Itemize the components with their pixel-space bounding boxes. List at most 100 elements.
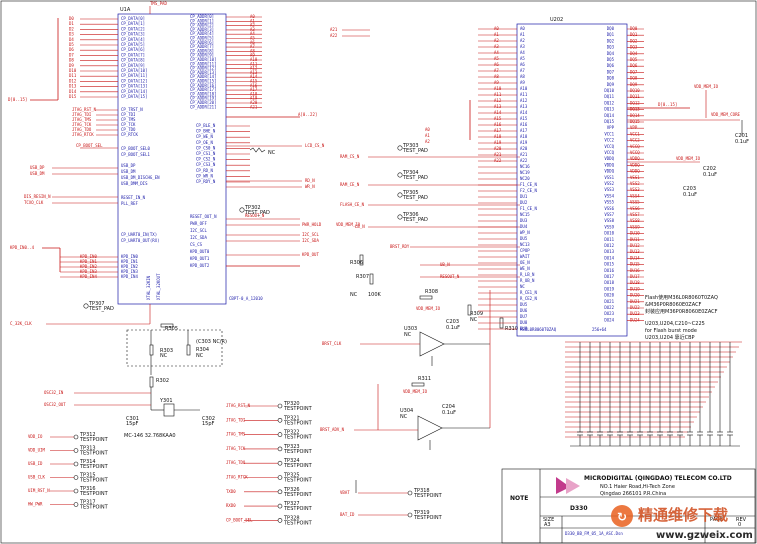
u1-reset-pin-0: RESET_IN_N [121, 195, 146, 200]
reset-out-net: RESOUT_N [440, 274, 460, 279]
testpoint-circle[interactable] [83, 303, 89, 309]
u2-left-pin: A1 [520, 32, 525, 37]
left-tp-id: TP313 [79, 446, 96, 452]
lb-net: LB_N [355, 224, 365, 229]
testpoint-circle[interactable] [397, 214, 403, 220]
c302-value: 15pF [202, 421, 215, 427]
u2-left-pin: OE_N [520, 260, 530, 265]
u2-left-pin: DU7 [520, 314, 528, 319]
left-tp-circle[interactable] [73, 502, 79, 507]
r308-body [419, 295, 433, 300]
a-bus-label: A[0..22] [298, 112, 317, 117]
u2-left-pin: CPOP [520, 248, 530, 253]
testpoint-circle[interactable] [397, 192, 403, 198]
u2-left-pin: A22 [520, 158, 528, 163]
mid-tp-circle[interactable] [277, 403, 283, 409]
u1-top-pin: TMS_PAD [150, 1, 167, 6]
c201-val: 0.1uF [735, 139, 749, 145]
u2-left-pin: DU6 [520, 308, 528, 313]
u2-left-pin: WE_N [520, 266, 530, 271]
mid-tp-circle[interactable] [277, 460, 283, 466]
u2-right-pin: DQ5 [607, 57, 615, 62]
u1-misc-pin: I2C_SCL [190, 228, 207, 233]
decoupling-cap-array [565, 341, 742, 447]
nc-note-box [126, 329, 223, 367]
u1-data-pin: CP_DATA[15] [121, 94, 148, 99]
u1-data-net: D1 [69, 21, 74, 26]
u2-right-net: DQ2 [630, 38, 638, 43]
left-tp-circle[interactable] [73, 488, 79, 494]
mid-tp-circle[interactable] [277, 489, 283, 495]
u2-right-net: DQ13 [630, 107, 640, 112]
mid-tp-circle[interactable] [277, 475, 283, 480]
u1-ctrl-pin: CP_CS2_N [196, 157, 216, 162]
left-tp-circle[interactable] [73, 448, 79, 453]
u1-addr-net: A13 [250, 70, 258, 75]
u2-part: M36L0R8060T0ZAQ [520, 327, 557, 332]
u2-left-pin: NC15 [520, 212, 530, 217]
u2-right-net: VSS9 [630, 224, 640, 229]
vbat-tp-circle[interactable] [407, 512, 413, 518]
testpoint-label: TP304 [402, 170, 419, 176]
r304-label: R304 [196, 347, 209, 353]
r302-label: R302 [156, 378, 169, 384]
u1-data-pin: CP_DATA[3] [121, 32, 145, 37]
note-cbp: U203,U204 靠近CBP [645, 334, 695, 341]
u2-left-pin: DU9 [520, 326, 528, 331]
u2-left-pin: F1_CE_N [520, 206, 537, 211]
mid-tp-circle[interactable] [277, 432, 283, 437]
u2-right-net: VSS2 [630, 181, 640, 186]
left-tp-id: TP312 [79, 432, 96, 438]
left-tp-net: VDD_UIM [28, 448, 45, 453]
a2-label: A2 [425, 139, 430, 144]
u1-addr-net: A0 [250, 14, 255, 19]
u2-left-pin: DU3 [520, 218, 528, 223]
left-tp-circle[interactable] [73, 461, 79, 467]
u1-addr-pins: CP_ADDR[0]A0CP_ADDR[1]A1CP_ADDR[2]A2CP_A… [190, 14, 262, 109]
mid-tp-circle[interactable] [277, 417, 283, 423]
mid-tp-circle[interactable] [277, 446, 283, 452]
u2-left-pin: A21 [520, 152, 528, 157]
testpoint-circle[interactable] [397, 145, 403, 151]
u2-right-net: VCCQ [630, 150, 640, 155]
mid-tp-type: TESTPOINT [283, 492, 313, 498]
r311-body [411, 382, 425, 387]
mid-tp-net: JTAG_TDI [226, 417, 246, 422]
u2-right-pin: DQ15 [604, 119, 614, 124]
u303-triangle [419, 331, 445, 357]
u1-misc-pins: RESET_OUT_NPWR_OFFI2C_SCLI2C_SDACS_CSKPD… [190, 214, 217, 268]
testpoint-circle[interactable] [397, 172, 403, 178]
size-value: A3 [544, 522, 551, 528]
flash-ce-net: FLASH_CE_N [340, 202, 365, 207]
u2-symbol: U202 M36L0R8060T0ZAQ 256+64 A0A0A1A1A2A2… [478, 17, 644, 337]
a0-label: A0 [425, 127, 430, 132]
c32k-net: C_32K_CLK [10, 321, 32, 326]
u2-addr-net: A13 [494, 104, 502, 109]
testpoint-circles: TP302TEST_PADTP303TEST_PADTP304TEST_PADT… [83, 143, 428, 312]
company-address-1: NO.1 Haier Road,Hi-Tech Zone [600, 484, 675, 490]
mid-tp-circle[interactable] [277, 518, 283, 523]
left-tp-circle[interactable] [73, 434, 79, 440]
testpoint-circle[interactable] [239, 207, 245, 213]
u1-addr-net: A7 [250, 44, 255, 49]
testpoint-label: TP302 [244, 205, 261, 211]
u1-xtal-pin-0: XTAL_32KIN [146, 275, 151, 300]
left-tp-circle[interactable] [73, 475, 79, 480]
u2-addr-net: A2 [494, 38, 499, 43]
mid-tp-id: TP323 [283, 444, 300, 450]
ram-ce-net: RAM_CE_N [340, 182, 360, 187]
u1-data-pin: CP_DATA[4] [121, 37, 145, 42]
vbat-tp-circle[interactable] [407, 490, 413, 496]
u2-right-net: DQ8 [630, 76, 638, 81]
u1-kpd-net: KPD_IN0 [80, 254, 97, 259]
u2-right-pin: VDDQ [604, 162, 614, 167]
u2-right-pin: DQ1 [607, 32, 615, 37]
mid-tp-circle[interactable] [277, 503, 283, 509]
u2-right-pin: DQ13 [604, 107, 614, 112]
u1-jtag-pin: CP_TDO [121, 127, 136, 132]
u2-left-pin: A10 [520, 86, 528, 91]
mid-tp-net: JTAG_TMS [226, 432, 246, 437]
u1-boot-net: CP_BOOT_SEL [76, 143, 103, 148]
u2-addr-net: A22 [494, 158, 502, 163]
